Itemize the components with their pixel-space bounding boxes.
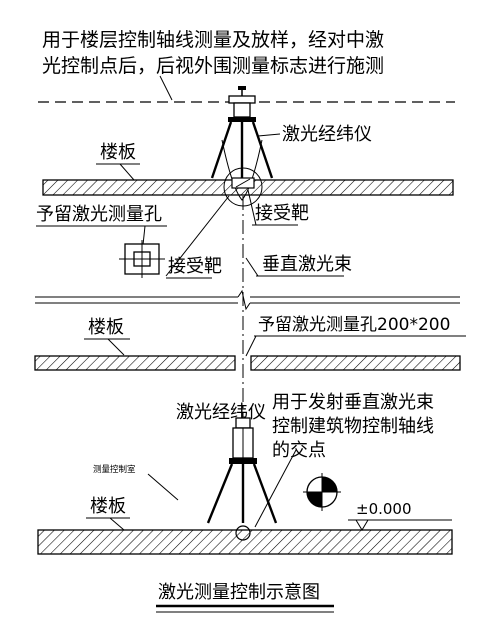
theodolite-top-label: 激光经纬仪: [282, 124, 372, 145]
elevation-marker: [355, 519, 369, 531]
floor-bottom-label: 楼板: [90, 496, 126, 517]
floor-mid-leader: [107, 338, 125, 356]
floor-slab-mid-left: [34, 355, 236, 371]
control-room-label: 测量控制室: [93, 464, 136, 475]
top-note-line1: 用于楼层控制轴线测量及放样，经对中激: [42, 29, 384, 51]
vertical-beam-label: 垂直激光束: [262, 254, 352, 275]
control-point-leader: [254, 449, 297, 528]
theodolite-top-leader: [257, 133, 281, 137]
reserved-hole-leader: [142, 225, 146, 246]
laser-theodolite-bottom: [206, 417, 278, 524]
floor-top-leader: [119, 163, 135, 181]
bottom-note-line3: 的交点: [272, 440, 326, 461]
elevation-label: ±0.000: [356, 500, 412, 518]
note-leader-top: [159, 75, 173, 101]
reserved-hole-detail: [119, 240, 165, 278]
target-left-leader: [165, 195, 230, 277]
floor-slab-mid-right: [250, 355, 461, 371]
floor-slab-bottom: [37, 529, 453, 555]
receiving-target-top-mark: [235, 178, 251, 188]
reserved-hole-mid-label: 予留激光测量孔200*200: [258, 315, 450, 335]
target-left-label: 接受靶: [168, 256, 222, 277]
floor-top-label: 楼板: [100, 142, 136, 163]
vertical-beam-leader: [245, 257, 259, 277]
reserved-hole-label: 予留激光测量孔: [36, 204, 162, 225]
break-line: [35, 289, 460, 311]
diagram-caption: 激光测量控制示意图: [158, 582, 320, 603]
floor-bottom-leader: [109, 517, 125, 531]
laser-cone-top: [221, 139, 263, 201]
bottom-note-line2: 控制建筑物控制轴线: [272, 416, 434, 437]
bottom-note-line1: 用于发射垂直激光束: [272, 392, 434, 413]
target-right-leader: [247, 189, 257, 226]
theodolite-bottom-label: 激光经纬仪: [176, 402, 266, 423]
control-point-symbol: [303, 473, 341, 511]
laser-theodolite-top: [210, 86, 274, 179]
top-note-line2: 光控制点后，后视外围测量标志进行施测: [42, 55, 384, 77]
control-room-leader: [147, 473, 179, 501]
floor-mid-label: 楼板: [88, 317, 124, 338]
target-right-label: 接受靶: [255, 203, 309, 224]
reserved-hole-mid-leader: [245, 335, 257, 357]
